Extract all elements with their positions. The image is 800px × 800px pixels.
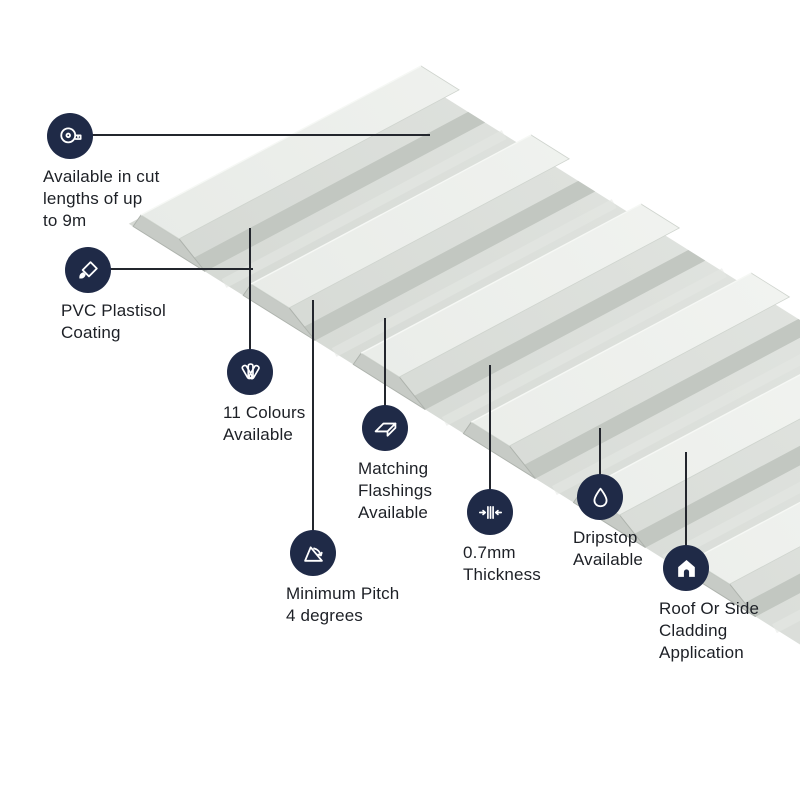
callout-badge-pvc-coating — [65, 247, 111, 293]
callout-badge-cut-lengths — [47, 113, 93, 159]
flashing-sheet-icon — [374, 422, 396, 437]
callout-badge-thickness — [467, 489, 513, 535]
callout-label-pvc-coating: PVC Plastisol Coating — [61, 301, 166, 342]
callout-badge-cladding — [663, 545, 709, 591]
thickness-gauge-icon — [478, 505, 502, 519]
callout-badge-colours — [227, 349, 273, 395]
callout-line-pvc-coating — [88, 268, 253, 270]
callout-label-cut-lengths: Available in cut lengths of up to 9m — [43, 167, 160, 230]
tape-measure-icon — [59, 127, 82, 143]
pitch-angle-icon — [303, 545, 323, 562]
callout-badge-pitch — [290, 530, 336, 576]
callout-badge-dripstop — [577, 474, 623, 520]
colour-swatch-fan-icon — [240, 362, 260, 379]
droplet-icon — [593, 487, 607, 507]
callout-badge-flashings — [362, 405, 408, 451]
callout-label-thickness: 0.7mm Thickness — [463, 543, 541, 584]
callout-label-colours: 11 Colours Available — [223, 403, 306, 444]
callout-label-cladding: Roof Or Side Cladding Application — [659, 599, 760, 662]
callout-line-cut-lengths — [70, 134, 430, 136]
callout-line-dripstop — [599, 428, 601, 497]
callout-label-dripstop: Dripstop Available — [573, 528, 644, 569]
callout-line-cladding — [685, 452, 687, 568]
callout-line-pitch — [312, 300, 314, 553]
callout-line-thickness — [489, 365, 491, 512]
callout-label-flashings: Matching Flashings Available — [358, 459, 433, 522]
callout-label-pitch: Minimum Pitch 4 degrees — [286, 584, 400, 625]
house-icon — [677, 559, 695, 577]
callout-line-flashings — [384, 318, 386, 428]
paint-brush-icon — [78, 260, 98, 279]
callout-line-colours — [249, 228, 251, 372]
